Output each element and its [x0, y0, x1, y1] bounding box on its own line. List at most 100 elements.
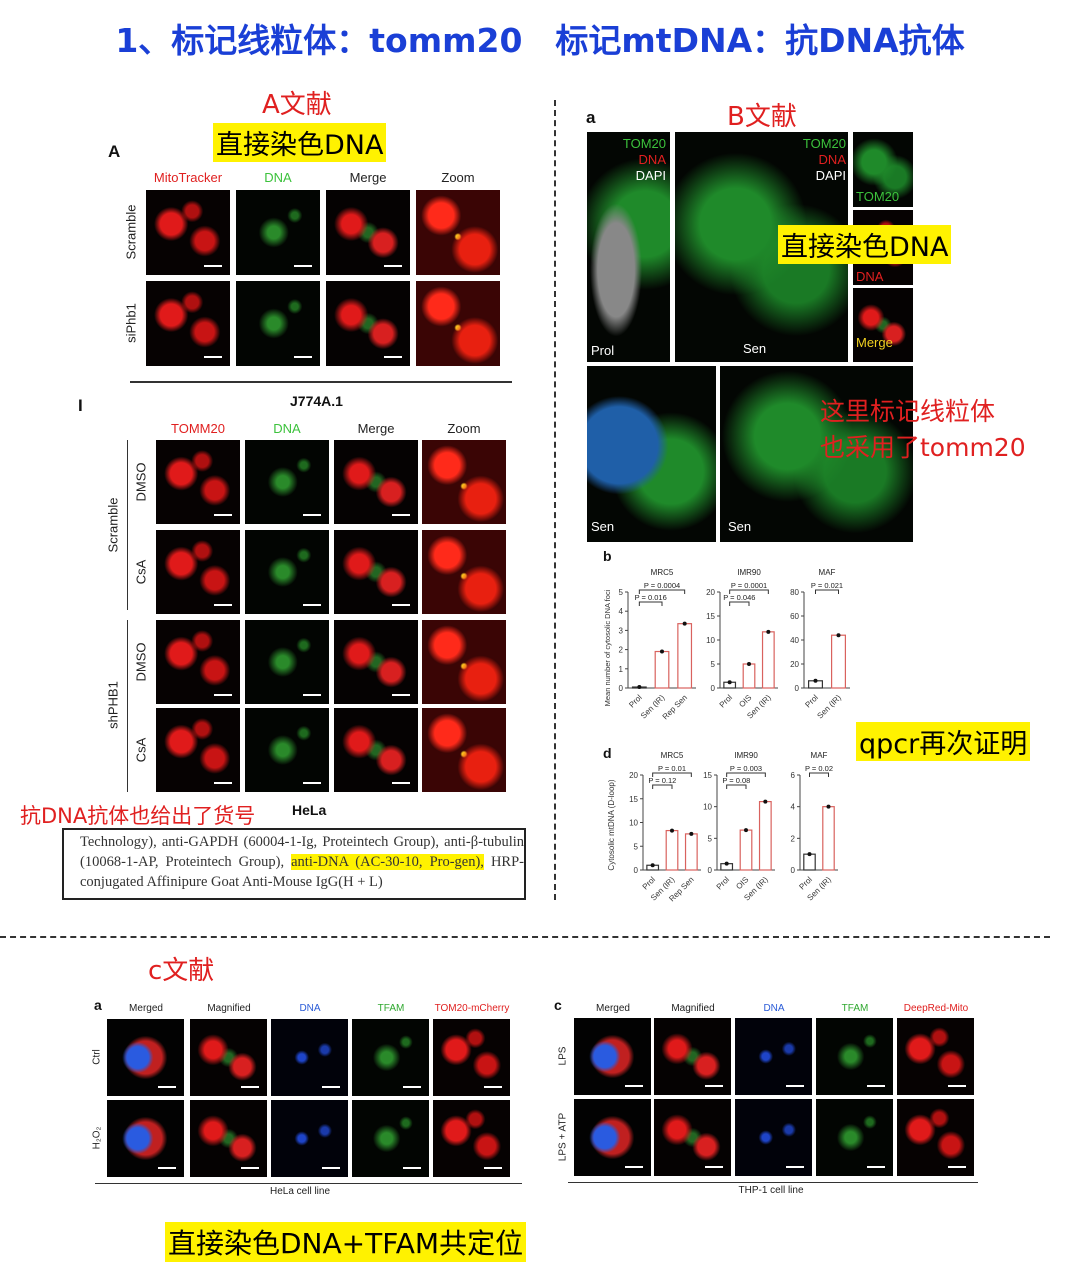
scale-bar	[303, 694, 321, 696]
micrograph	[574, 1018, 651, 1095]
group-bracket	[127, 620, 128, 792]
panel-label: DNA	[638, 152, 666, 167]
panel-label: Sen	[591, 519, 615, 534]
scale-bar	[241, 1167, 259, 1169]
y-tick-label: 2	[791, 834, 796, 843]
chart-title: MAF	[819, 568, 836, 577]
y-tick-label: 0	[708, 866, 713, 875]
bar	[807, 680, 823, 689]
p-value-label: P = 0.021	[811, 581, 843, 590]
x-tick-label: Sen (IR)	[805, 875, 833, 903]
column-label: Magnified	[207, 1003, 251, 1014]
significance-bracket	[652, 772, 692, 777]
significance-bracket	[638, 589, 686, 594]
micrograph	[897, 1099, 974, 1176]
panel-label: TOM20	[856, 189, 900, 204]
p-value-label: P = 0.046	[723, 593, 755, 602]
micrograph-merge: Merge	[853, 288, 913, 362]
micrograph	[245, 708, 329, 792]
bar	[761, 631, 775, 689]
y-tick-label: 0	[619, 684, 624, 693]
row-label: CsA	[133, 737, 149, 763]
micrograph	[654, 1099, 731, 1176]
data-point	[724, 861, 729, 866]
scale-bar	[303, 514, 321, 516]
micrograph	[156, 620, 240, 704]
micrograph	[271, 1100, 348, 1177]
scale-bar	[403, 1167, 421, 1169]
data-point	[637, 685, 642, 690]
chart-title: IMR90	[734, 751, 758, 760]
chart-title: MRC5	[661, 751, 684, 760]
chart-title: IMR90	[737, 568, 761, 577]
y-tick-label: 60	[790, 612, 799, 621]
scale-bar	[158, 1086, 176, 1088]
y-tick-label: 5	[634, 842, 639, 851]
significance-bracket	[652, 784, 673, 789]
column-label: DNA	[264, 170, 292, 185]
p-value-label: P = 0.01	[658, 764, 686, 773]
bar	[720, 863, 734, 871]
x-tick-label: Prol	[718, 693, 735, 710]
y-tick-label: 2	[619, 646, 624, 655]
chart-title: MAF	[811, 751, 828, 760]
column-label: TOM20-mCherry	[434, 1003, 510, 1014]
panel-letter-a: a	[94, 997, 102, 1013]
micrograph	[326, 190, 410, 275]
micrograph	[422, 530, 506, 614]
y-tick-label: 10	[629, 819, 638, 828]
significance-bracket	[809, 772, 829, 777]
panel-label: DAPI	[635, 168, 666, 183]
y-tick-label: 10	[703, 803, 712, 812]
data-point	[744, 828, 748, 833]
micrograph	[326, 281, 410, 366]
micrograph	[416, 281, 500, 366]
micrograph	[654, 1018, 731, 1095]
micrograph	[245, 620, 329, 704]
x-tick-label: Prol	[797, 875, 814, 892]
micrograph	[422, 708, 506, 792]
x-tick-label: Prol	[627, 693, 644, 710]
panel-letter-a: a	[586, 108, 596, 127]
scale-bar	[786, 1085, 804, 1087]
micrograph	[146, 281, 230, 366]
panel-letter-c: c	[554, 997, 562, 1013]
micrograph	[245, 530, 329, 614]
y-tick-label: 0	[791, 866, 796, 875]
row-label: DMSO	[133, 642, 149, 682]
panel-label: DNA	[856, 269, 884, 284]
micrograph-tom20: TOM20	[853, 132, 913, 207]
p-value-label: P = 0.0004	[644, 581, 680, 590]
bar	[677, 623, 693, 689]
x-tick-label: Sen (IR)	[742, 875, 770, 903]
data-point	[813, 678, 818, 683]
p-value-label: P = 0.12	[648, 776, 676, 785]
micrograph	[422, 620, 506, 704]
row-label: siPhb1	[123, 303, 139, 343]
scale-bar	[867, 1166, 885, 1168]
column-label: TFAM	[841, 1003, 869, 1014]
scale-bar	[948, 1085, 966, 1087]
row-label: LPS + ATP	[557, 1112, 569, 1162]
y-tick-label: 15	[629, 795, 638, 804]
scale-bar	[158, 1167, 176, 1169]
micrograph	[735, 1018, 812, 1095]
micrograph	[352, 1019, 429, 1096]
y-tick-label: 4	[619, 607, 624, 616]
scale-bar	[786, 1166, 804, 1168]
scale-bar	[705, 1085, 723, 1087]
y-axis-label: Cytosolic mtDNA (D-loop)	[607, 779, 616, 870]
quote-highlight: anti-DNA (AC-30-10, Pro-gen),	[291, 854, 484, 870]
p-value-label: P = 0.08	[722, 776, 750, 785]
significance-bracket	[729, 601, 750, 606]
y-tick-label: 5	[708, 834, 713, 843]
scale-bar	[214, 782, 232, 784]
scale-bar	[303, 782, 321, 784]
column-label: DeepRed-Mito	[903, 1003, 969, 1014]
column-label: Zoom	[447, 421, 481, 436]
y-tick-label: 40	[790, 636, 799, 645]
significance-bracket	[726, 772, 766, 777]
y-tick-label: 20	[790, 660, 799, 669]
x-tick-label: Sen (IR)	[745, 693, 773, 721]
column-label: Merge	[357, 421, 395, 436]
